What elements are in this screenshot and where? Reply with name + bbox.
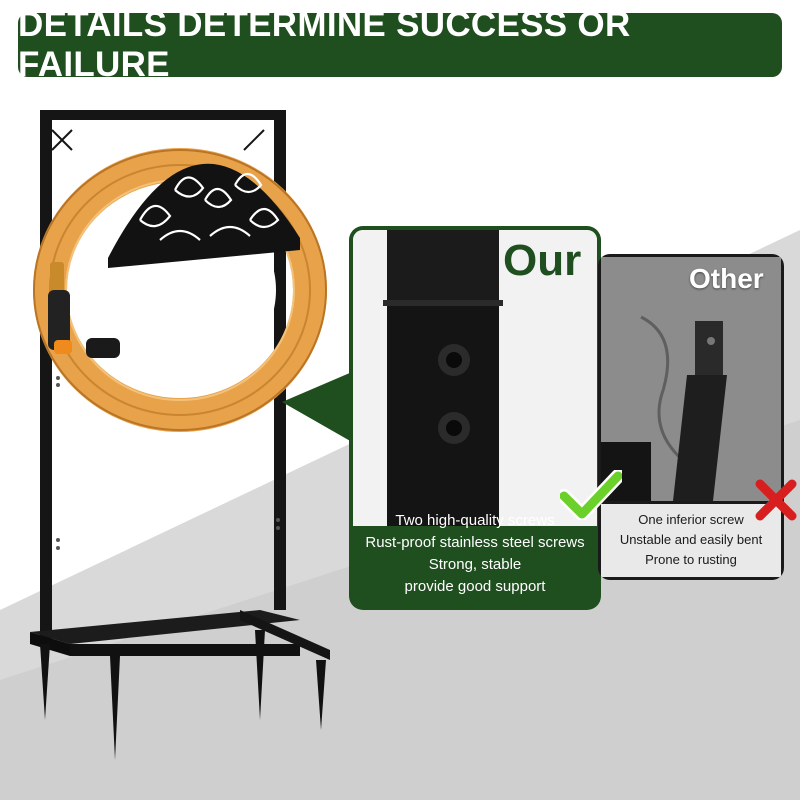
other-feature-list: One inferior screw Unstable and easily b…	[601, 504, 781, 577]
cross-icon	[755, 479, 797, 521]
other-product-card: Other One inferior screw Unstable and ea…	[598, 254, 784, 580]
our-feature-item: Two high-quality screws	[395, 512, 555, 529]
callout-pointer	[282, 372, 352, 442]
our-product-card: Our Two high-quality screws Rust-proof s…	[349, 226, 601, 610]
other-label: Other	[689, 263, 764, 294]
check-icon	[560, 470, 622, 520]
our-post-closeup	[353, 230, 597, 526]
other-post-closeup	[601, 257, 781, 501]
our-feature-item: Rust-proof stainless steel screws	[365, 534, 585, 551]
our-feature-list: Two high-quality screws Rust-proof stain…	[349, 510, 601, 598]
other-feature-item: Prone to rusting	[645, 552, 737, 567]
our-label: Our	[503, 236, 582, 285]
other-feature-item: Unstable and easily bent	[619, 532, 763, 547]
our-closeup-photo: Our	[353, 230, 597, 526]
our-feature-item: provide good support	[404, 578, 546, 595]
our-feature-item: Strong, stable	[428, 556, 522, 573]
headline-text: DETAILS DETERMINE SUCCESS OR FAILURE	[18, 5, 631, 84]
headline-banner: DETAILS DETERMINE SUCCESS OR FAILURE	[18, 5, 782, 84]
other-feature-item: One inferior screw	[638, 512, 744, 527]
other-closeup-photo: Other	[601, 257, 781, 501]
